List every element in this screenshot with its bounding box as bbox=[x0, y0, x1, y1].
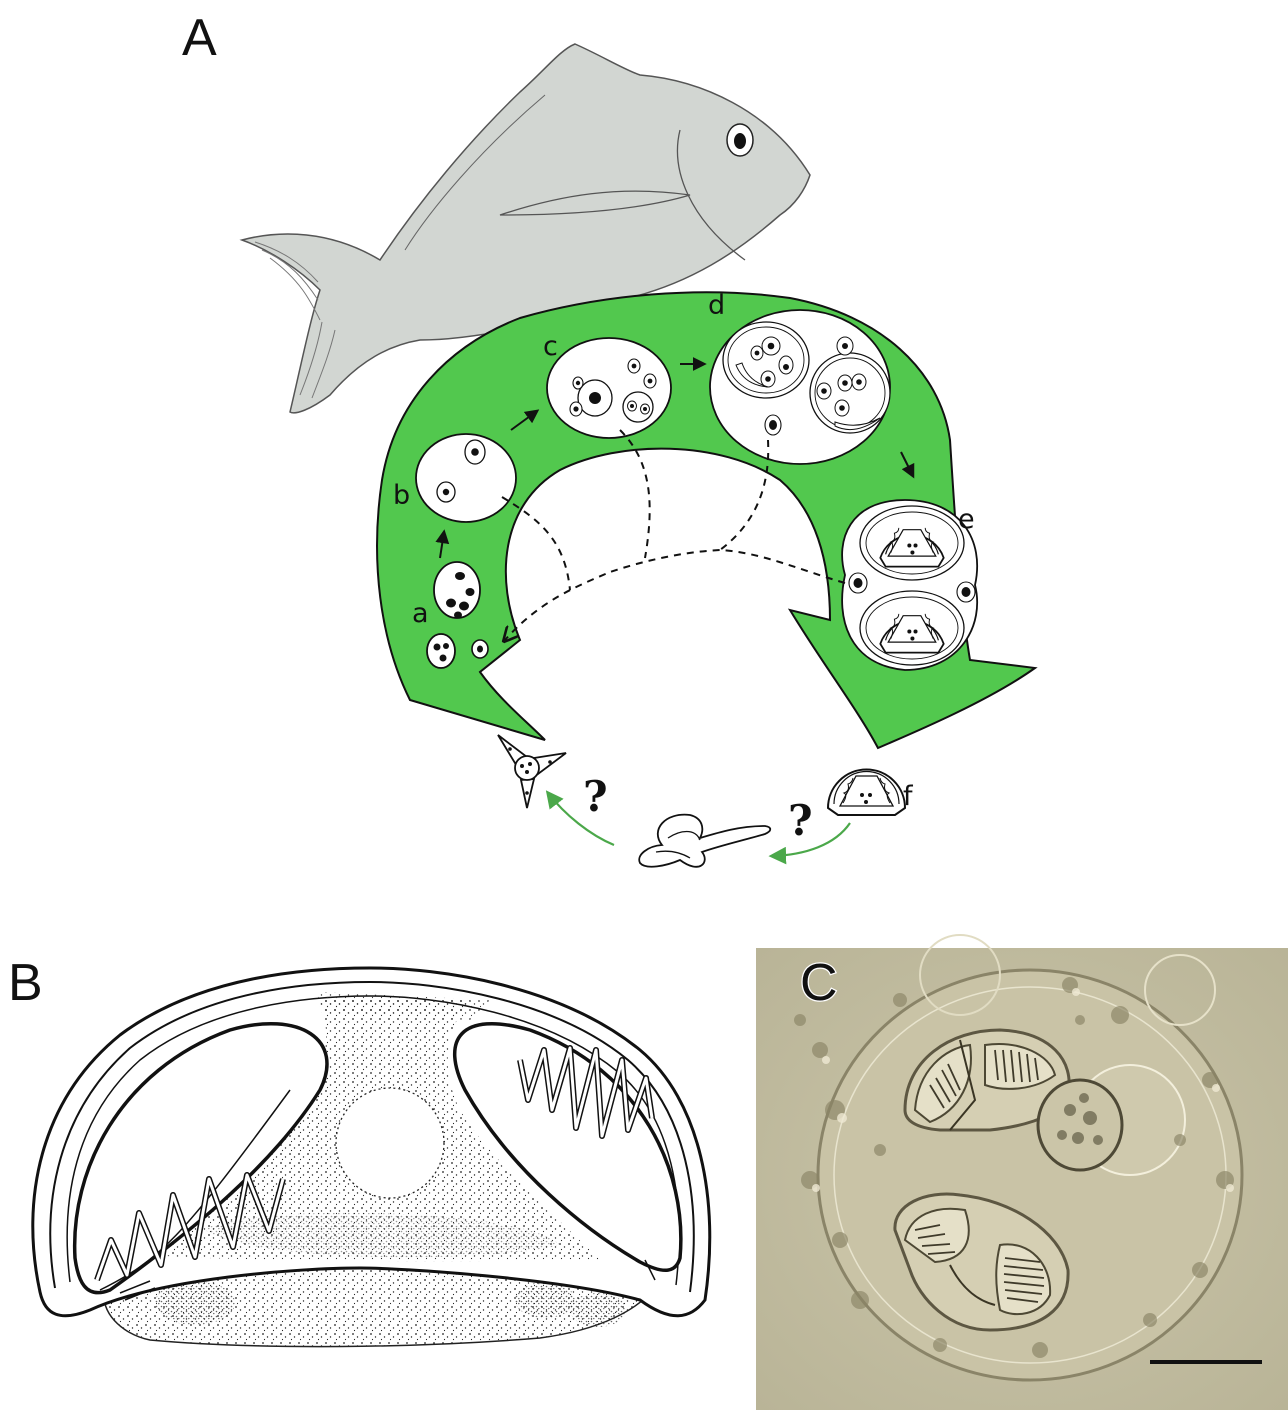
stage-c-cell bbox=[547, 338, 671, 438]
stage-label-e: e bbox=[958, 504, 975, 535]
stage-label-f: f bbox=[903, 781, 914, 812]
panel-label-c: C bbox=[800, 954, 838, 1012]
scale-bar bbox=[1150, 1360, 1262, 1364]
stage-b-cell bbox=[416, 434, 516, 522]
unknown-transfer-marker-1: ? bbox=[788, 796, 813, 845]
stage-e-cell bbox=[842, 500, 977, 670]
worm-icon bbox=[639, 815, 770, 867]
panel-label-b: B bbox=[8, 954, 43, 1012]
myxospore-icon bbox=[828, 770, 905, 816]
stage-label-b: b bbox=[393, 480, 410, 511]
stage-label-d: d bbox=[708, 290, 725, 321]
stage-label-a: a bbox=[412, 598, 429, 629]
triradiate-spore-icon bbox=[498, 735, 566, 808]
stage-d-cell bbox=[710, 310, 890, 464]
panel-label-a: A bbox=[182, 9, 217, 67]
stage-label-c: c bbox=[543, 331, 558, 362]
myxospore-line-drawing bbox=[33, 968, 710, 1347]
unknown-transfer-marker-2: ? bbox=[583, 772, 608, 821]
